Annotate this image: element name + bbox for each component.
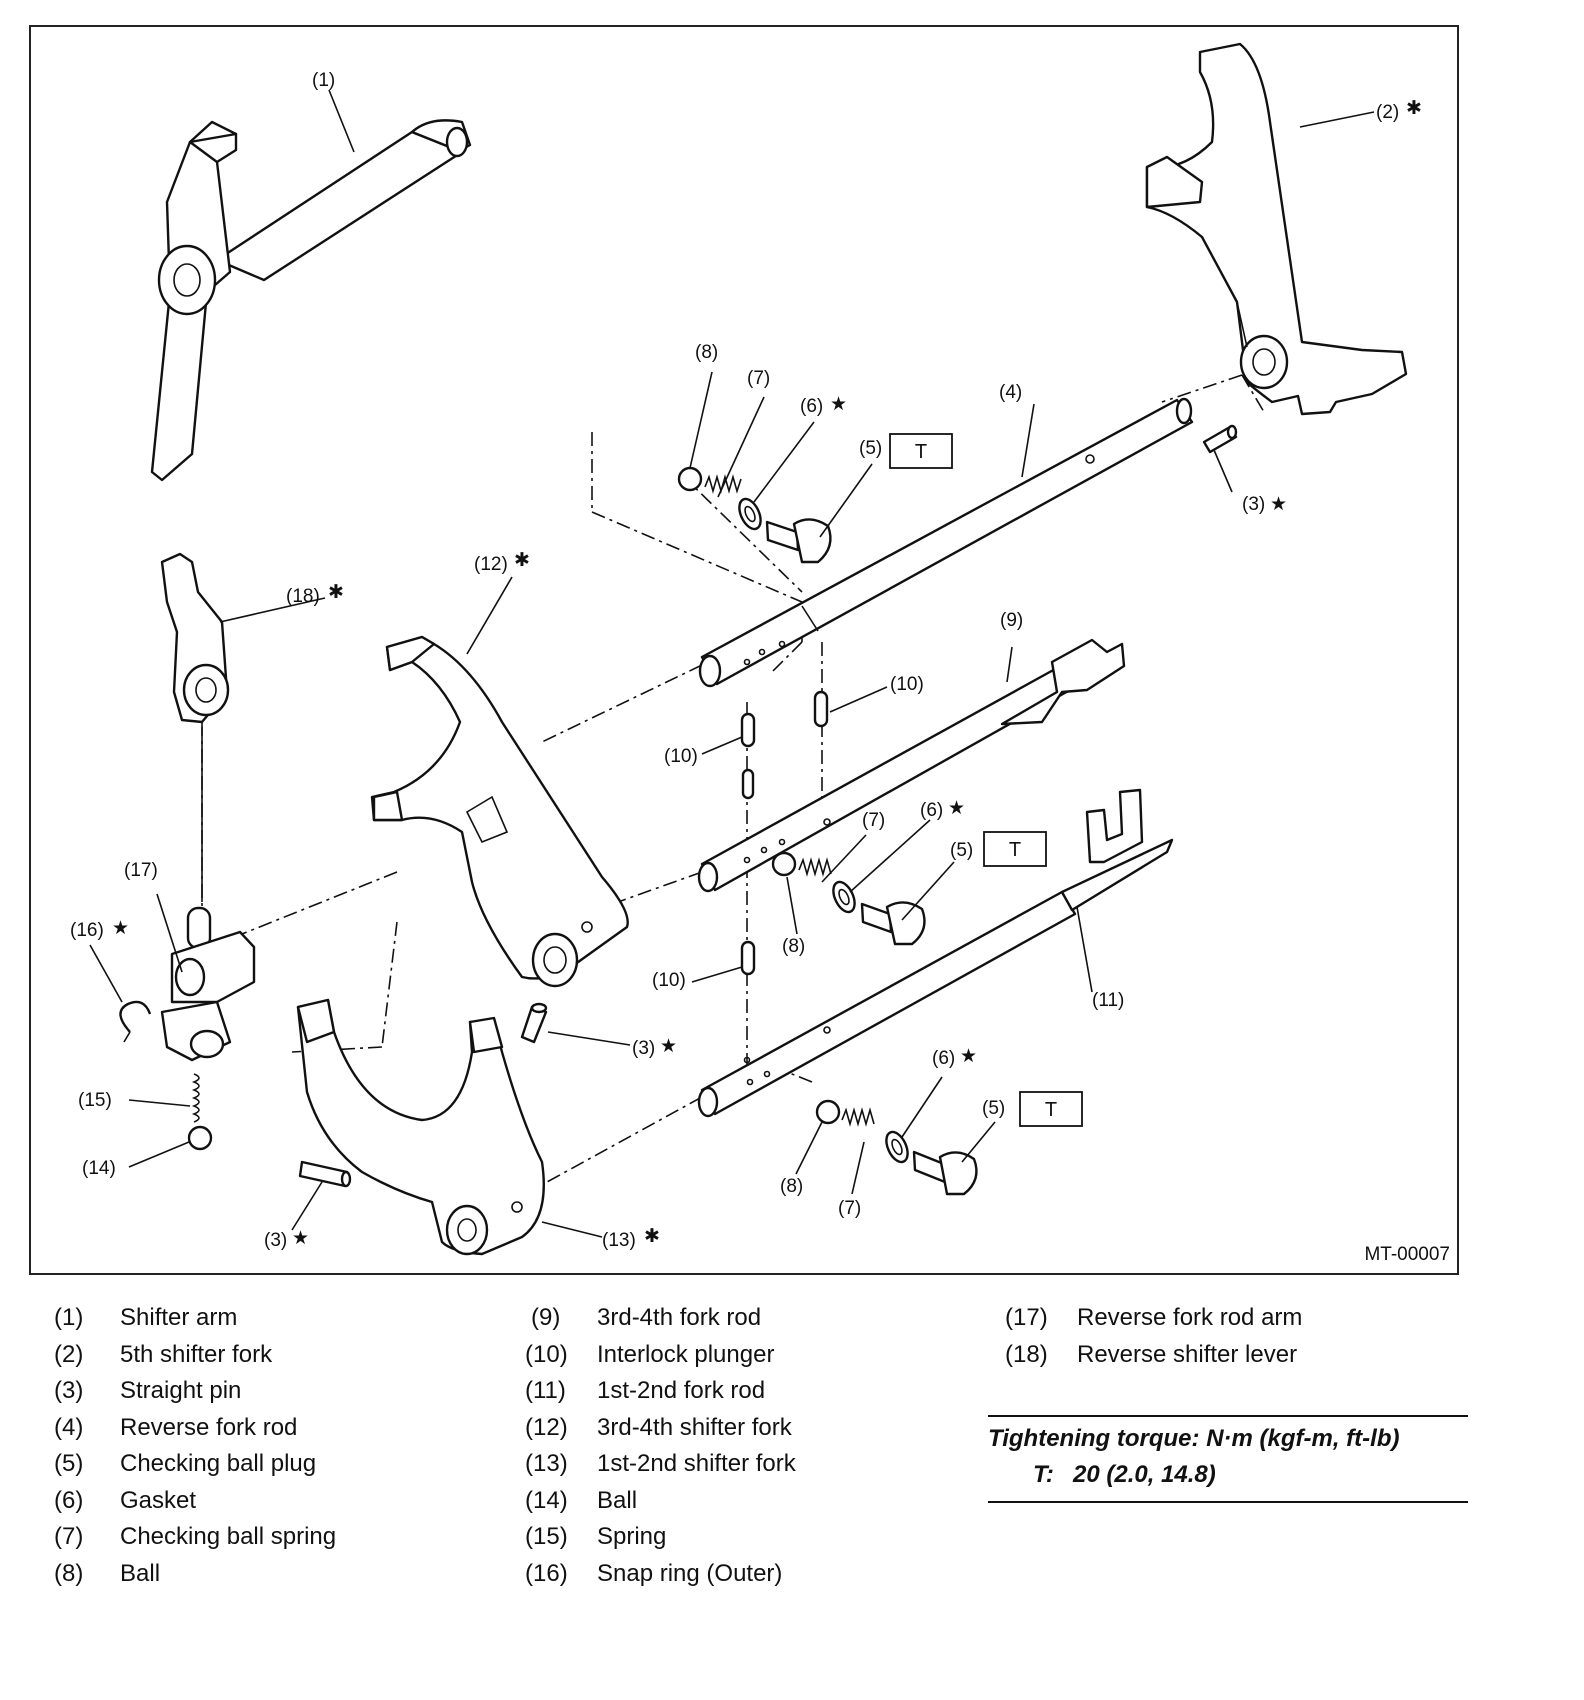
callout-3-lower-left: (3) [264, 1230, 287, 1251]
star-16: ★ [112, 918, 129, 939]
asterisk-18: ✱ [328, 582, 344, 603]
reverse-fork-rod-arm [160, 906, 256, 1062]
legend-item: (7)Checking ball spring [54, 1523, 337, 1550]
star-3-lower-left: ★ [292, 1228, 309, 1249]
checking-ball-set-middle [771, 851, 926, 946]
legend-column-3: (17)Reverse fork rod arm (18)Reverse shi… [1005, 1300, 1302, 1373]
checking-ball-set-lower [815, 1099, 978, 1196]
callout-7-lower: (7) [838, 1198, 861, 1219]
straight-pin-middle [520, 1002, 548, 1044]
callout-12: (12) [474, 554, 508, 575]
callout-2: (2) [1376, 102, 1399, 123]
callout-18: (18) [286, 586, 320, 607]
star-3-middle: ★ [660, 1036, 677, 1057]
legend-item: (11)1st-2nd fork rod [525, 1377, 766, 1404]
callout-6-lower: (6) [932, 1048, 955, 1069]
torque-box-upper: T [889, 433, 953, 469]
third-fourth-fork-rod [697, 638, 1126, 893]
callout-10-left: (10) [664, 746, 698, 767]
legend-item: (1)Shifter arm [54, 1304, 238, 1331]
star-6-middle: ★ [948, 798, 965, 819]
legend-item: (3)Straight pin [54, 1377, 242, 1404]
reverse-shifter-lever [160, 552, 230, 902]
star-6-upper: ★ [830, 394, 847, 415]
tightening-torque-note: Tightening torque: N·m (kgf-m, ft-lb) T:… [988, 1415, 1468, 1503]
legend-item: (16)Snap ring (Outer) [525, 1559, 783, 1587]
interlock-plungers [740, 690, 829, 976]
snap-ring [119, 1000, 152, 1043]
callout-3-middle: (3) [632, 1038, 655, 1059]
third-fourth-shifter-fork [370, 635, 629, 988]
legend-item: (15)Spring [525, 1523, 667, 1550]
callout-6-middle: (6) [920, 800, 943, 821]
legend-column-1: (1)Shifter arm (2)5th shifter fork (3)St… [54, 1300, 336, 1592]
callout-8-middle: (8) [782, 936, 805, 957]
checking-ball-set-upper [677, 466, 832, 564]
callout-3-upper-right: (3) [1242, 494, 1265, 515]
legend-column-2: (9)3rd-4th fork rod (10)Interlock plunge… [525, 1300, 796, 1592]
callout-7-middle: (7) [862, 810, 885, 831]
legend-item: (9)3rd-4th fork rod [531, 1304, 762, 1331]
callout-15: (15) [78, 1090, 112, 1111]
torque-symbol: T: [1033, 1461, 1054, 1488]
legend-item: (10)Interlock plunger [525, 1340, 775, 1368]
figure-id: MT-00007 [1364, 1244, 1450, 1265]
callout-5-lower: (5) [982, 1098, 1005, 1119]
exploded-diagram: T T T [70, 42, 1450, 1265]
star-3-upper-right: ★ [1270, 494, 1287, 515]
spring-15 [191, 1073, 200, 1123]
legend-item: (18)Reverse shifter lever [1005, 1340, 1298, 1368]
legend-item: (8)Ball [54, 1559, 161, 1587]
torque-value: 20 (2.0, 14.8) [1073, 1461, 1216, 1488]
ball-14 [187, 1125, 213, 1151]
asterisk-2: ✱ [1406, 98, 1422, 119]
torque-box-lower: T [1019, 1091, 1083, 1127]
star-6-lower: ★ [960, 1046, 977, 1067]
callout-17: (17) [124, 860, 158, 881]
torque-heading: Tightening torque: N·m (kgf-m, ft-lb) [988, 1425, 1400, 1452]
callout-4: (4) [999, 382, 1022, 403]
legend-item: (14)Ball [525, 1486, 638, 1514]
leader-lines [89, 89, 1375, 1238]
asterisk-13: ✱ [644, 1226, 660, 1247]
asterisk-12: ✱ [514, 550, 530, 571]
first-second-shifter-fork [296, 998, 545, 1256]
legend-item: (5)Checking ball plug [54, 1450, 317, 1477]
callout-8-lower: (8) [780, 1176, 803, 1197]
callout-6-upper: (6) [800, 396, 823, 417]
legend-item: (13)1st-2nd shifter fork [525, 1450, 796, 1477]
first-second-fork-rod [697, 788, 1174, 1118]
legend-item: (2)5th shifter fork [54, 1340, 273, 1368]
callout-labels: (1) (2) ✱ (8) (7) (6) ★ (5) (4) (3) ★ (1… [70, 70, 1422, 1251]
callout-13: (13) [602, 1230, 636, 1251]
callout-5-upper: (5) [859, 438, 882, 459]
legend-item: (12)3rd-4th shifter fork [525, 1413, 792, 1441]
callout-14: (14) [82, 1158, 116, 1179]
legend-item: (4)Reverse fork rod [54, 1413, 298, 1441]
straight-pin-lower-left [298, 1160, 352, 1188]
exploded-diagram-frame: T T T [29, 25, 1459, 1275]
callout-8-upper: (8) [695, 342, 718, 363]
callout-10-right: (10) [890, 674, 924, 695]
callout-11: (11) [1092, 990, 1124, 1011]
torque-box-middle: T [983, 831, 1047, 867]
callout-10-lower: (10) [652, 970, 686, 991]
torque-value-row: T: 20 (2.0, 14.8) [988, 1457, 1468, 1493]
svg-text:T: T [1009, 839, 1021, 861]
callout-1: (1) [312, 70, 335, 91]
legend-item: (6)Gasket [54, 1486, 197, 1514]
callout-16: (16) [70, 920, 104, 941]
svg-text:T: T [1045, 1099, 1057, 1121]
callout-5-middle: (5) [950, 840, 973, 861]
svg-text:T: T [915, 441, 927, 463]
shifter-arm [150, 119, 472, 482]
legend-item: (17)Reverse fork rod arm [1005, 1304, 1303, 1331]
callout-7-upper: (7) [747, 368, 770, 389]
alignment-lines [201, 374, 1265, 1183]
straight-pin-upper-right [1202, 424, 1238, 454]
fifth-shifter-fork [1145, 42, 1408, 416]
callout-9: (9) [1000, 610, 1023, 631]
reverse-fork-rod [698, 397, 1194, 688]
